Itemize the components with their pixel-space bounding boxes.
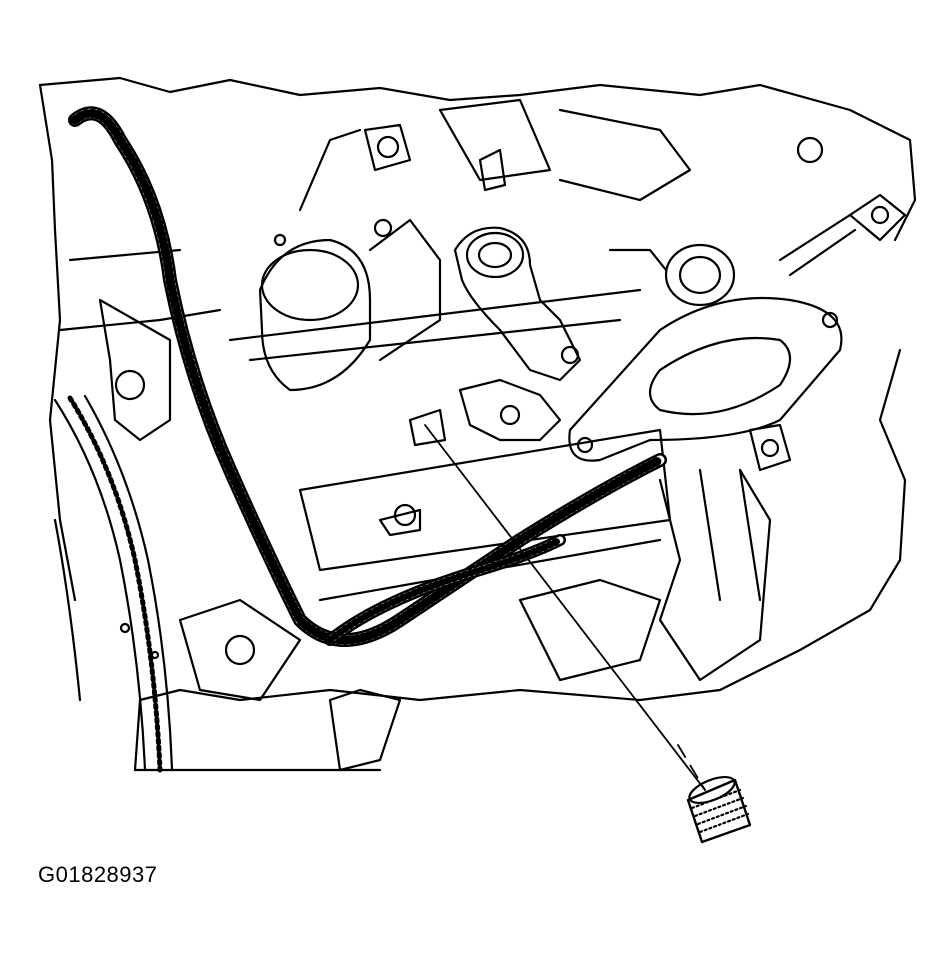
flywheel-ring-gear xyxy=(53,394,174,773)
sensor-connector xyxy=(408,378,562,447)
sensor-leader-line xyxy=(424,424,706,791)
removed-sensor xyxy=(686,775,752,844)
figure-id-label: G01828937 xyxy=(38,862,158,887)
engine-block-outline xyxy=(38,76,917,772)
wiring-harness xyxy=(68,106,667,647)
upper-components xyxy=(258,98,907,472)
